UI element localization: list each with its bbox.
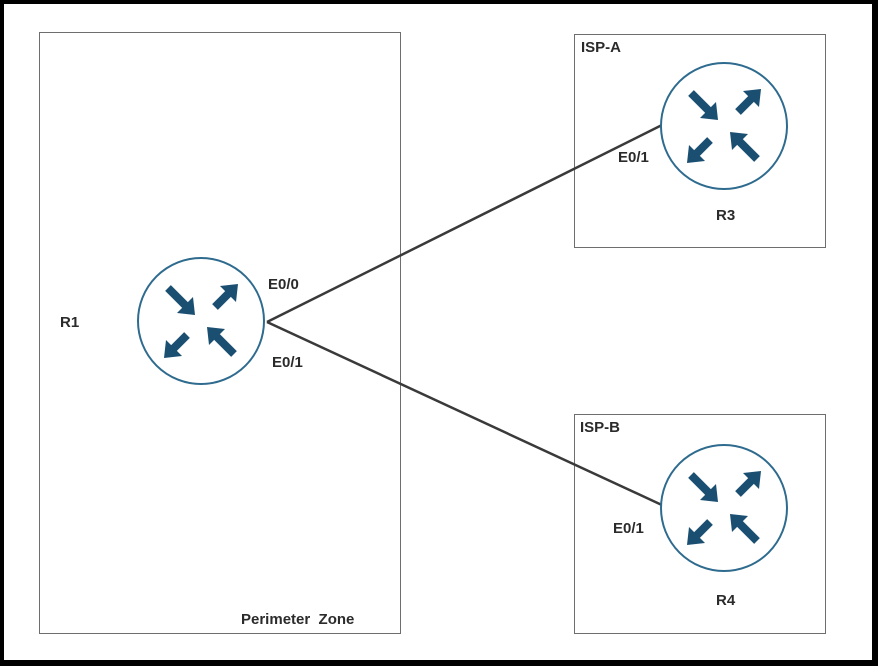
links-layer bbox=[266, 122, 665, 508]
link-r1-r4 bbox=[266, 320, 665, 508]
r1-e01-label: E0/1 bbox=[272, 354, 303, 371]
router-r4-label: R4 bbox=[716, 592, 736, 609]
router-r4-icon bbox=[660, 444, 788, 572]
router-r1-icon bbox=[137, 257, 265, 385]
router-r3-icon bbox=[660, 62, 788, 190]
r1-e00-label: E0/0 bbox=[268, 276, 299, 293]
perimeter-zone-box bbox=[39, 32, 401, 634]
diagram-area: R1 E0/0 E0/1 Perimeter Zone ISP-A E0/1 R… bbox=[4, 4, 872, 660]
isp-b-label: ISP-B bbox=[580, 419, 621, 436]
isp-a-label: ISP-A bbox=[581, 39, 622, 56]
link-r1-r3 bbox=[266, 122, 665, 324]
r4-e01-label: E0/1 bbox=[613, 520, 644, 537]
isp-a-zone-box bbox=[574, 34, 826, 248]
router-r1-label: R1 bbox=[60, 314, 80, 331]
r3-e01-label: E0/1 bbox=[618, 149, 649, 166]
isp-b-zone-box bbox=[574, 414, 826, 634]
router-r3-label: R3 bbox=[716, 207, 736, 224]
perimeter-zone-label: Perimeter Zone bbox=[241, 611, 355, 628]
